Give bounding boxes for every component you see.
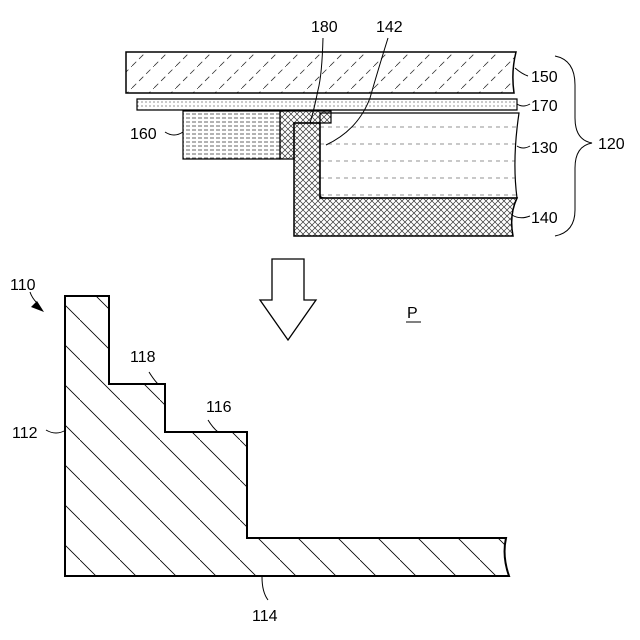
arrow-110	[31, 301, 44, 312]
leader-116	[208, 420, 218, 432]
leader-114	[262, 577, 268, 600]
label-142: 142	[376, 19, 403, 36]
brace-120	[555, 56, 592, 236]
label-150: 150	[531, 69, 558, 86]
label-180: 180	[311, 19, 338, 36]
label-116: 116	[206, 399, 232, 416]
leader-150	[515, 68, 528, 76]
label-114: 114	[252, 608, 278, 625]
down-arrow	[260, 259, 316, 340]
label-110: 110	[10, 277, 36, 294]
block-160	[183, 111, 280, 159]
leader-140	[512, 215, 530, 218]
label-118: 118	[130, 349, 156, 366]
label-130: 130	[531, 140, 558, 157]
leader-160	[165, 132, 183, 135]
layer-170	[137, 99, 517, 110]
label-p: P	[407, 305, 418, 322]
label-120: 120	[598, 136, 625, 153]
leader-170	[517, 104, 530, 106]
layer-130	[320, 113, 519, 198]
leader-112	[46, 430, 66, 433]
label-170: 170	[531, 98, 558, 115]
leader-118	[149, 372, 158, 384]
label-160: 160	[130, 126, 157, 143]
leader-130	[517, 146, 530, 148]
label-140: 140	[531, 210, 558, 227]
label-112: 112	[12, 425, 38, 442]
